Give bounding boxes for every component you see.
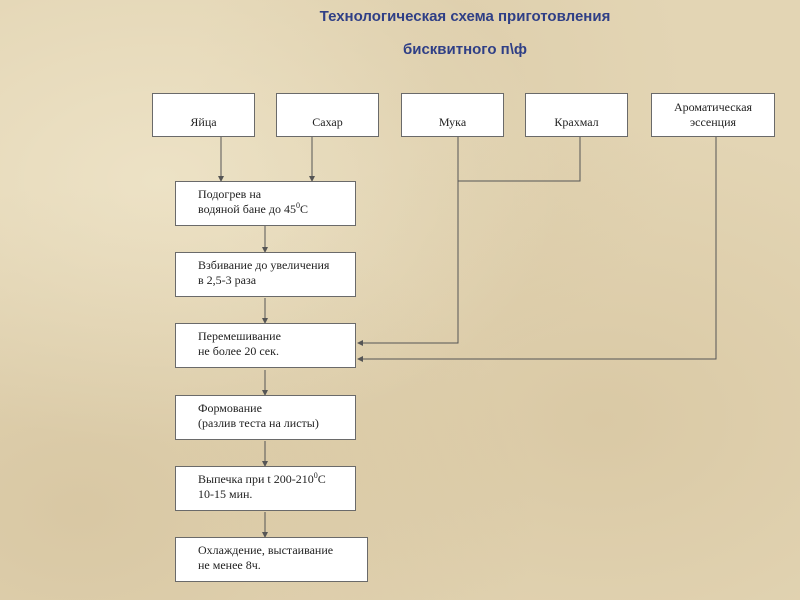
ingredient-starch: Крахмал <box>525 93 628 137</box>
step-cooling: Охлаждение, выстаивание не менее 8ч. <box>175 537 368 582</box>
step-forming: Формование (разлив теста на листы) <box>175 395 356 440</box>
step-whipping: Взбивание до увеличения в 2,5-3 раза <box>175 252 356 297</box>
ingredient-flour: Мука <box>401 93 504 137</box>
diagram-title-line1: Технологическая схема приготовления <box>319 8 611 25</box>
connector-essence-mixing <box>357 137 717 362</box>
ingredient-eggs: Яйца <box>152 93 255 137</box>
ingredient-sugar: Сахар <box>276 93 379 137</box>
step-heating: Подогрев на водяной бане до 450С <box>175 181 356 226</box>
connector-starch-flour <box>458 137 581 182</box>
step-mixing: Перемешивание не более 20 сек. <box>175 323 356 368</box>
step-baking: Выпечка при t 200-2100С 10-15 мин. <box>175 466 356 511</box>
connector-flour-mixing <box>357 137 459 346</box>
ingredient-aromatic-essence: Ароматическая эссенция <box>651 93 775 137</box>
diagram-title-line2: бисквитного п\ф <box>402 41 528 58</box>
